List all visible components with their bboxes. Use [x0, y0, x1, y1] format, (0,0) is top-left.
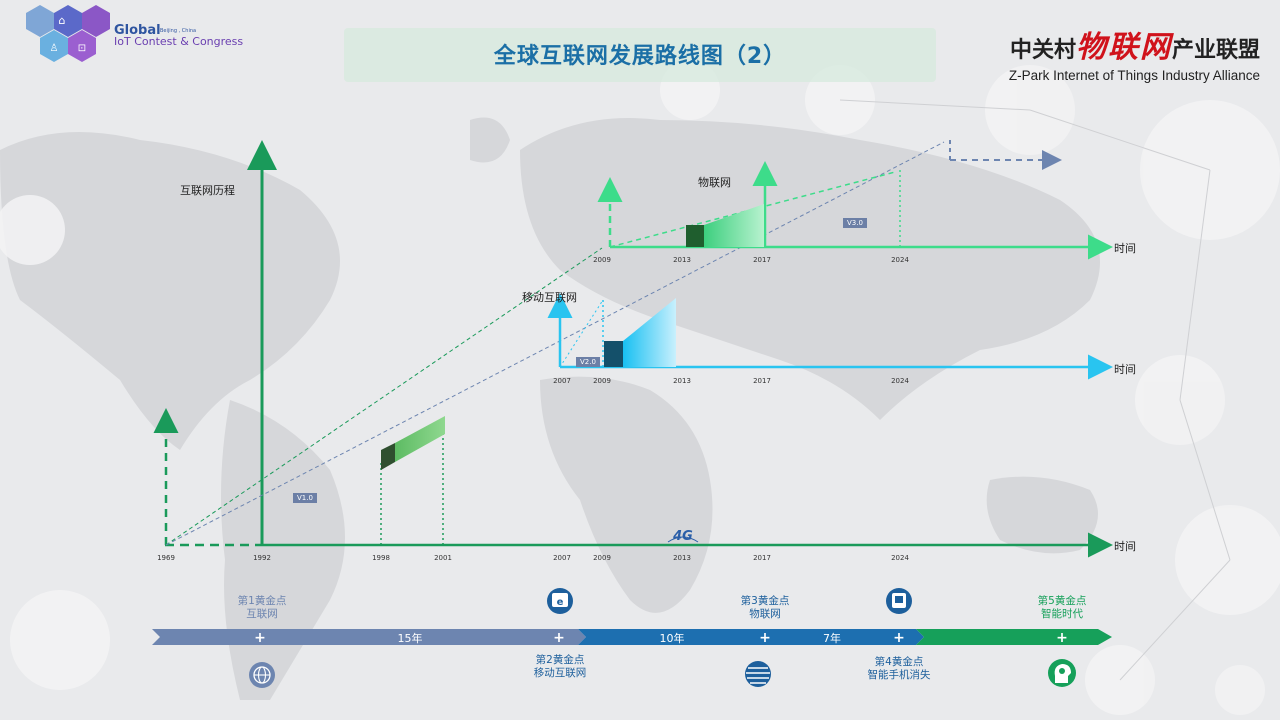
logo-line1-small: Beijing , China [160, 28, 196, 34]
brand-cn-prefix: 中关村 [1009, 37, 1076, 63]
layer-3-label: 物联网 [698, 176, 731, 189]
logo-line1: Global [114, 23, 161, 38]
trend-line-green [165, 247, 603, 546]
year-tick: 1969 [157, 554, 175, 562]
year-tick: 2009 [593, 256, 611, 264]
timeline-seg-1 [152, 629, 586, 645]
year-tick: 1992 [253, 554, 271, 562]
year-tick: 2024 [891, 554, 909, 562]
year-tick: 2007 [553, 554, 571, 562]
milestone-3: 第3黄金点 物联网 [740, 595, 790, 620]
milestone-4: 第4黄金点 智能手机消失 [867, 656, 931, 681]
growth-bar-v3 [704, 204, 764, 247]
phone-cart-icon [886, 588, 912, 614]
svg-text:e: e [557, 597, 564, 608]
logo-car-glyph: ⊡ [78, 43, 86, 54]
logo-house-glyph: ⌂ [59, 14, 66, 27]
milestone-2: 第2黄金点 移动互联网 [533, 654, 587, 679]
globe-grid-icon [249, 662, 275, 688]
time-label-layer-3: 时间 [1114, 242, 1136, 255]
year-tick: 2013 [673, 377, 691, 385]
title-box [344, 28, 936, 82]
time-label-layer-1: 时间 [1114, 540, 1136, 553]
growth-bar-v2 [623, 298, 676, 367]
layer-2-label: 移动互联网 [522, 291, 577, 304]
badge-4g-swoosh [667, 536, 699, 543]
milestone-1: 第1黄金点 互联网 [237, 595, 287, 620]
growth-bar-v3-face [686, 225, 704, 247]
brand-cn-suffix: 产业联盟 [1171, 37, 1260, 63]
year-tick: 2013 [673, 554, 691, 562]
time-label-layer-2: 时间 [1114, 363, 1136, 376]
timeline-plus-5: + [1056, 630, 1068, 646]
y-axis-label: 互联网历程 [180, 184, 235, 197]
year-tick: 2017 [753, 554, 771, 562]
year-tick: 2013 [673, 256, 691, 264]
timeline-plus-1: + [254, 630, 266, 646]
head-brain-icon [1048, 659, 1076, 687]
logo-line2: IoT Contest & Congress [114, 35, 243, 48]
year-tick: 2009 [593, 554, 611, 562]
year-tick: 2017 [753, 377, 771, 385]
growth-bar-v1-face [381, 443, 395, 470]
version-badge-v1: V1.0 [293, 493, 317, 503]
year-tick: 2024 [891, 377, 909, 385]
brand-en: Z-Park Internet of Things Industry Allia… [1008, 68, 1260, 83]
version-badge-v3: V3.0 [843, 218, 867, 228]
trend-line-blue [165, 141, 945, 546]
cyan-diagonal [559, 299, 604, 368]
year-tick: 2024 [891, 256, 909, 264]
milestone-5: 第5黄金点 智能时代 [1037, 595, 1087, 620]
timeline-plus-3: + [759, 630, 771, 646]
striped-globe-icon [745, 661, 771, 687]
year-tick: 2001 [434, 554, 452, 562]
year-tick: 2009 [593, 377, 611, 385]
timeline-seg-3 [916, 629, 1112, 645]
browser-e-icon: e [547, 588, 573, 614]
brand-cn-red: 物联网 [1075, 30, 1172, 65]
year-tick: 2017 [753, 256, 771, 264]
alliance-brand: 中关村物联网产业联盟 Z-Park Internet of Things Ind… [960, 22, 1260, 83]
timeline-seg-2 [578, 629, 924, 645]
timeline-gap-1: 15年 [397, 632, 423, 645]
timeline-plus-2: + [553, 630, 565, 646]
timeline-gap-3: 7年 [823, 632, 841, 645]
growth-bar-v1 [395, 416, 445, 462]
logo-person-glyph: ♙ [50, 43, 59, 54]
conference-logo: ⌂ ♙ ⊡ Global Beijing , China IoT Contest… [26, 5, 243, 62]
year-tick: 2007 [553, 377, 571, 385]
year-tick: 1998 [372, 554, 390, 562]
growth-bar-v2-face [604, 341, 623, 367]
page-title: 全球互联网发展路线图（2） [493, 44, 787, 69]
timeline-gap-2: 10年 [659, 632, 685, 645]
timeline-plus-4: + [893, 630, 905, 646]
version-badge-v2: V2.0 [576, 357, 600, 367]
